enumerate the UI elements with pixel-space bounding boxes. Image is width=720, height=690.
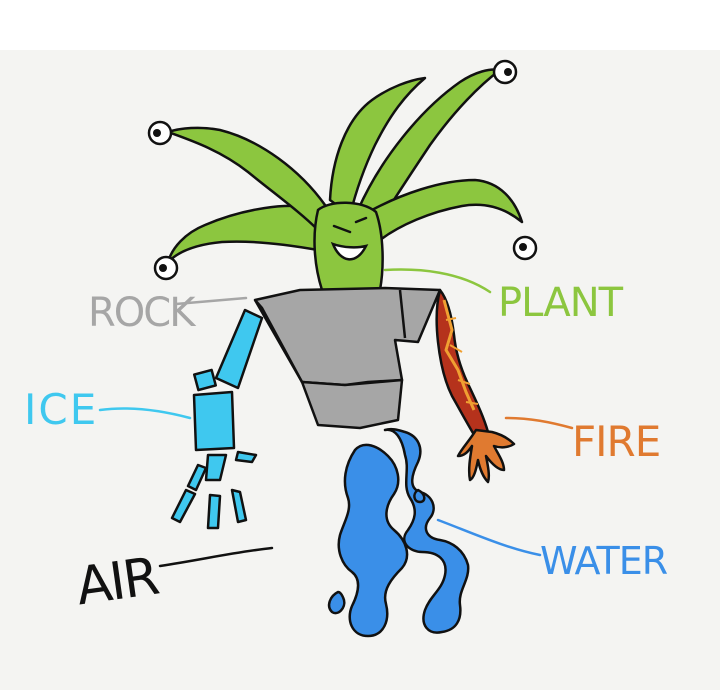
water-leader-line xyxy=(436,518,542,557)
plant-head xyxy=(166,68,524,292)
air-leader-line xyxy=(158,546,274,568)
water-splash xyxy=(327,427,470,638)
label-water: WATER xyxy=(540,539,668,583)
rock-leader-line xyxy=(174,296,248,306)
ice-arm xyxy=(192,308,264,482)
rock-body xyxy=(253,286,442,430)
plant-face xyxy=(330,216,369,261)
fire-leader-line xyxy=(504,416,574,430)
leader-lines xyxy=(98,268,574,568)
air-fingers xyxy=(170,463,248,530)
label-rock: ROCK xyxy=(88,290,197,336)
label-air: AIR xyxy=(73,547,162,618)
plant-leader-line xyxy=(383,268,492,294)
ice-leader-line xyxy=(98,407,192,420)
label-fire: FIRE xyxy=(572,417,660,466)
label-ice: ICE xyxy=(24,385,98,434)
top-band xyxy=(0,0,720,50)
label-plant: PLANT xyxy=(498,280,624,326)
fire-arm xyxy=(435,288,516,484)
